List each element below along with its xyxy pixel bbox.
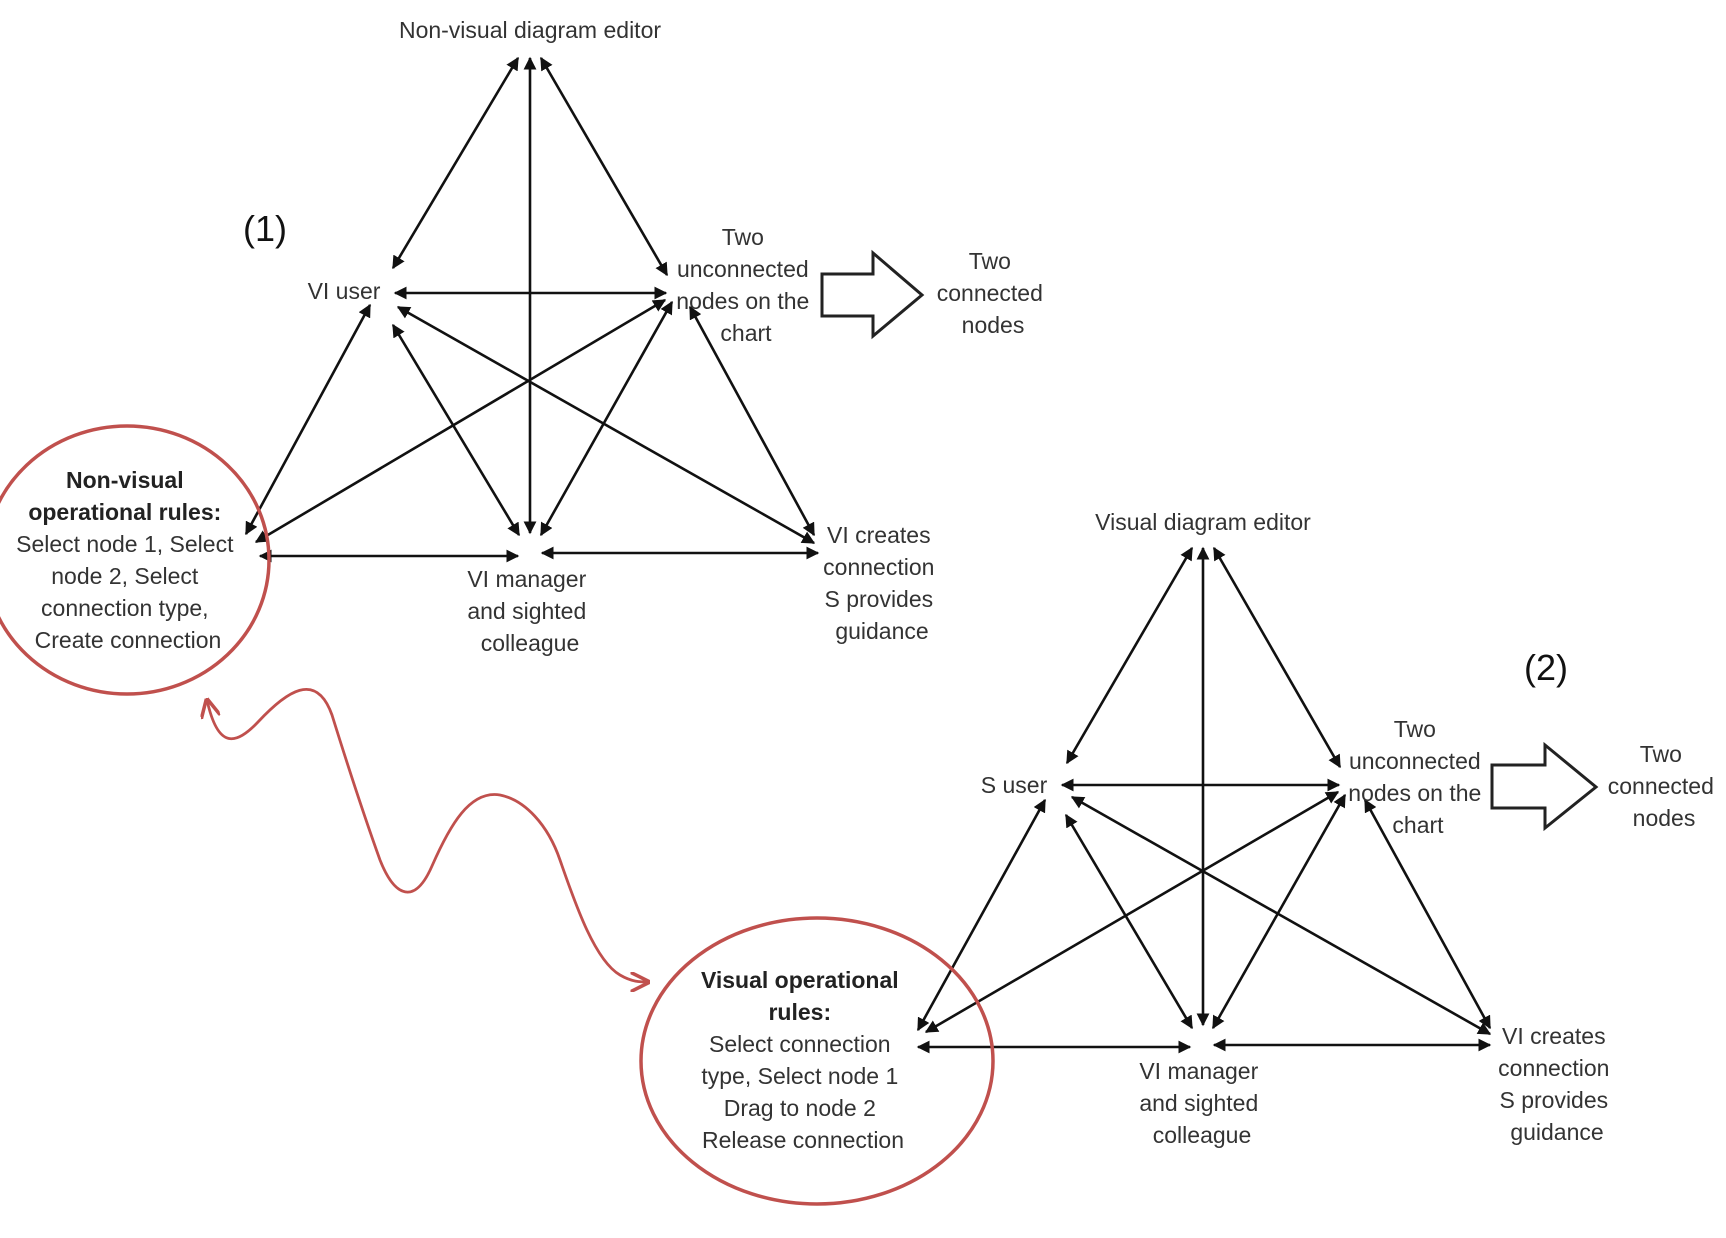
edge-two-nodes-vi-creates-2 (1363, 798, 1492, 1030)
edge-s-user-rules (916, 798, 1047, 1032)
node-s-user: S user (981, 772, 1048, 798)
rules-transition-link (207, 687, 648, 982)
edge-editor-vi-user (391, 56, 520, 270)
edges-non-visual (244, 56, 820, 563)
edge-editor-two-nodes (539, 56, 669, 277)
rules-visual: Visual operational rules: Select connect… (701, 967, 905, 1153)
marker-1: (1) (243, 208, 287, 249)
outcome-arrow-1 (820, 249, 925, 340)
node-vi-manager-2: VI manager and sighted colleague (1139, 1058, 1264, 1148)
outcome-arrow-2 (1490, 741, 1599, 832)
edge-two-nodes-vi-creates (688, 305, 816, 537)
outcome-two-connected-1: Two connected nodes (937, 248, 1050, 338)
edge-vi-user-vi-manager (391, 323, 521, 537)
rules-circle-non-visual (0, 424, 271, 696)
node-vi-manager-1: VI manager and sighted colleague (467, 566, 592, 656)
node-vi-creates-1: VI creates connection S provides guidanc… (823, 522, 941, 644)
node-editor-non-visual: Non-visual diagram editor (399, 17, 661, 43)
edges-visual (916, 546, 1492, 1054)
edge-two-nodes-vi-manager-2 (1211, 793, 1347, 1030)
outcome-two-connected-2: Two connected nodes (1608, 741, 1721, 831)
node-two-unconnected-2: Two unconnected nodes on the chart (1348, 716, 1487, 838)
edge-s-user-vi-manager (1064, 813, 1194, 1030)
rules-non-visual: Non-visual operational rules: Select nod… (16, 467, 240, 653)
triangle-non-visual: (1) Non-visual diagram editor VI user Tw… (0, 17, 1050, 696)
edge-editor-s-user (1065, 546, 1194, 765)
marker-2: (2) (1524, 647, 1568, 688)
node-editor-visual: Visual diagram editor (1095, 509, 1311, 535)
edge-two-nodes-vi-manager (539, 300, 674, 537)
edge-vi-user-rules (244, 303, 372, 536)
node-vi-creates-2: VI creates connection S provides guidanc… (1498, 1023, 1616, 1145)
edge-editor-two-nodes-2 (1212, 546, 1342, 769)
triangle-visual: (2) Visual diagram editor S user Two unc… (639, 509, 1721, 1206)
rules-circle-visual (639, 916, 995, 1206)
node-two-unconnected-1: Two unconnected nodes on the chart (676, 224, 815, 346)
node-vi-user: VI user (308, 278, 381, 304)
